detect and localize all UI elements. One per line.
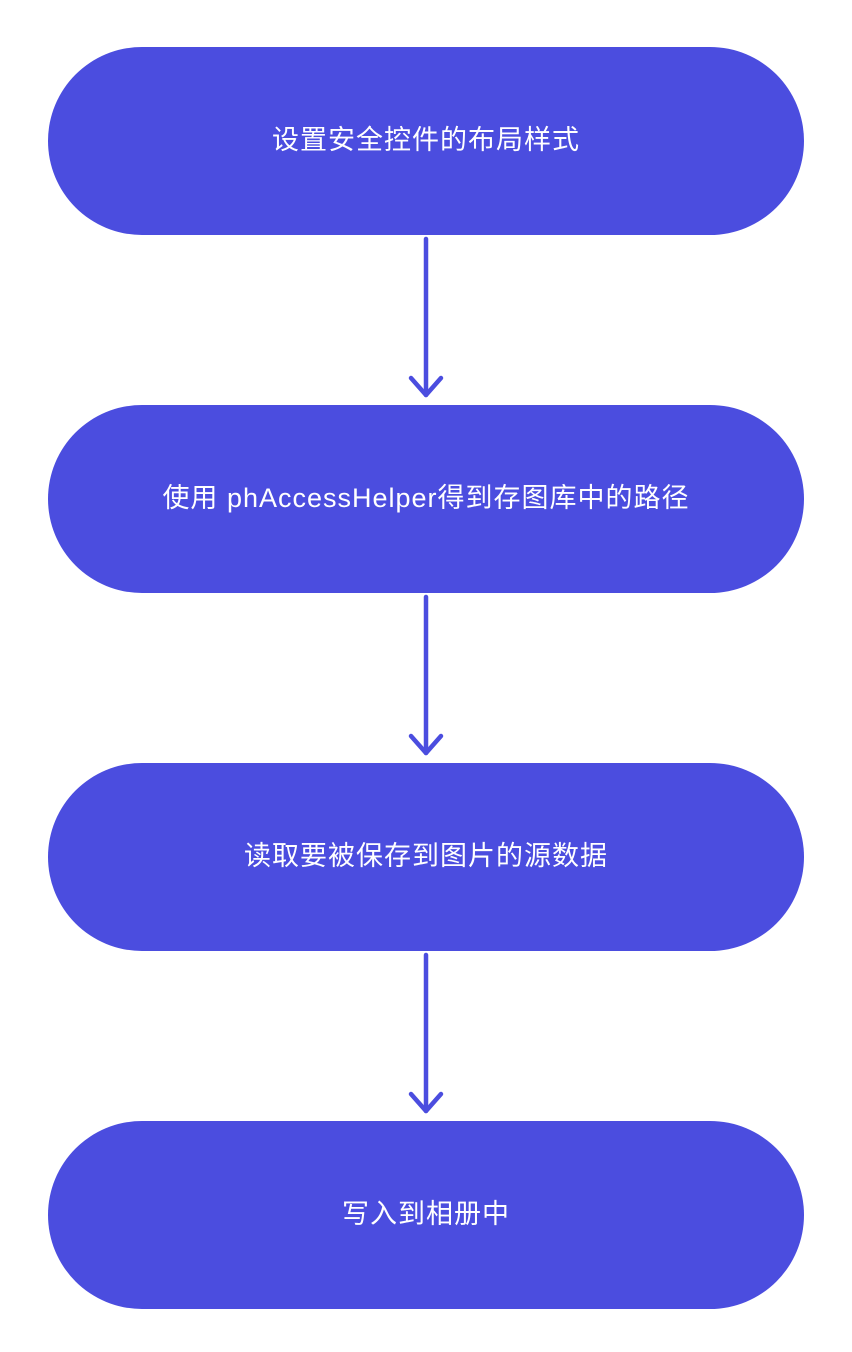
flowchart: 设置安全控件的布局样式 使用 phAccessHelper得到存图库中的路径 读… — [48, 0, 804, 1309]
arrow-down-icon — [408, 594, 444, 756]
flow-connector — [408, 951, 444, 1121]
flow-connector — [408, 593, 444, 763]
flow-node-step-4: 写入到相册中 — [48, 1121, 804, 1309]
flow-node-label: 写入到相册中 — [342, 1199, 510, 1230]
flow-node-label: 设置安全控件的布局样式 — [272, 125, 580, 156]
arrow-down-icon — [408, 236, 444, 398]
flow-connector — [408, 235, 444, 405]
flow-node-label: 使用 phAccessHelper得到存图库中的路径 — [162, 483, 690, 514]
flow-node-step-3: 读取要被保存到图片的源数据 — [48, 763, 804, 951]
arrow-down-icon — [408, 952, 444, 1114]
flow-node-step-2: 使用 phAccessHelper得到存图库中的路径 — [48, 405, 804, 593]
flow-node-step-1: 设置安全控件的布局样式 — [48, 47, 804, 235]
flow-node-label: 读取要被保存到图片的源数据 — [244, 841, 608, 872]
